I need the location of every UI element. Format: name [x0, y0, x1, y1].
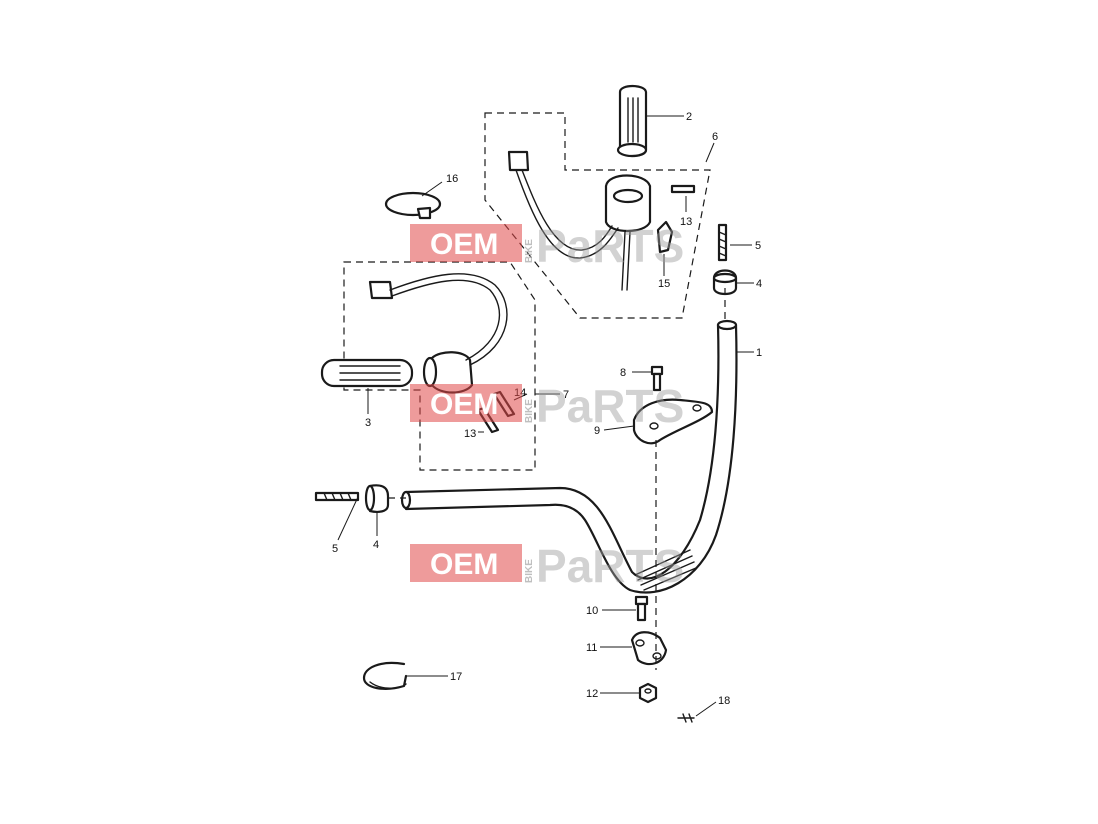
clamp-lower: [630, 631, 668, 666]
watermark-top: OEM BIKE PaRTS: [410, 220, 684, 272]
right-grip: [616, 84, 648, 158]
callout-5-left: 5: [332, 543, 338, 555]
svg-text:OEM: OEM: [430, 548, 498, 581]
cable-tie-18: [677, 713, 695, 723]
svg-text:PaRTS: PaRTS: [536, 380, 684, 432]
callout-7: 7: [563, 389, 569, 401]
svg-text:BIKE: BIKE: [524, 559, 535, 583]
svg-text:PaRTS: PaRTS: [536, 220, 684, 272]
screw-upper: [717, 223, 728, 262]
callout-9: 9: [594, 425, 600, 437]
left-grip: [320, 358, 414, 388]
leader-lines: [337, 115, 754, 717]
screw-13-right: [670, 184, 696, 194]
right-switch-housing: [507, 150, 652, 291]
handlebar: [400, 319, 738, 594]
callout-11: 11: [586, 642, 597, 654]
callout-12: 12: [586, 688, 598, 700]
switch-15: [656, 220, 674, 254]
watermark-bottom: OEM BIKE PaRTS: [410, 540, 684, 592]
callout-18: 18: [718, 695, 730, 707]
cable-clip-17: [362, 661, 408, 690]
callout-2: 2: [686, 111, 692, 123]
callout-3: 3: [365, 417, 371, 429]
callout-8: 8: [620, 367, 626, 379]
bar-end-weight-upper: [712, 269, 738, 296]
cable-clip-16: [384, 191, 442, 220]
left-switch-housing: [368, 273, 508, 394]
callout-1: 1: [756, 347, 762, 359]
group-outline-right-switch: [484, 112, 711, 319]
callout-4-left: 4: [373, 539, 379, 551]
bolt-10: [634, 595, 649, 622]
bar-end-weight-left: [364, 484, 390, 513]
callout-17: 17: [450, 671, 462, 683]
callout-15: 15: [658, 278, 670, 290]
clamp-top: [632, 398, 714, 445]
svg-text:OEM: OEM: [430, 388, 498, 421]
group-outline-left-switch: [343, 261, 536, 471]
callout-6: 6: [712, 131, 718, 143]
callout-13-right: 13: [680, 216, 692, 228]
nut-12: [638, 682, 658, 704]
callout-10: 10: [586, 605, 598, 617]
svg-text:OEM: OEM: [430, 228, 498, 261]
svg-text:BIKE: BIKE: [524, 239, 535, 263]
screw-left: [314, 491, 360, 502]
watermark-middle: OEM BIKE PaRTS: [410, 380, 684, 432]
callout-4-right: 4: [756, 278, 762, 290]
svg-text:PaRTS: PaRTS: [536, 540, 684, 592]
callout-16: 16: [446, 173, 458, 185]
callout-5-right: 5: [755, 240, 761, 252]
svg-text:BIKE: BIKE: [524, 399, 535, 423]
callout-13-left: 13: [464, 428, 476, 440]
